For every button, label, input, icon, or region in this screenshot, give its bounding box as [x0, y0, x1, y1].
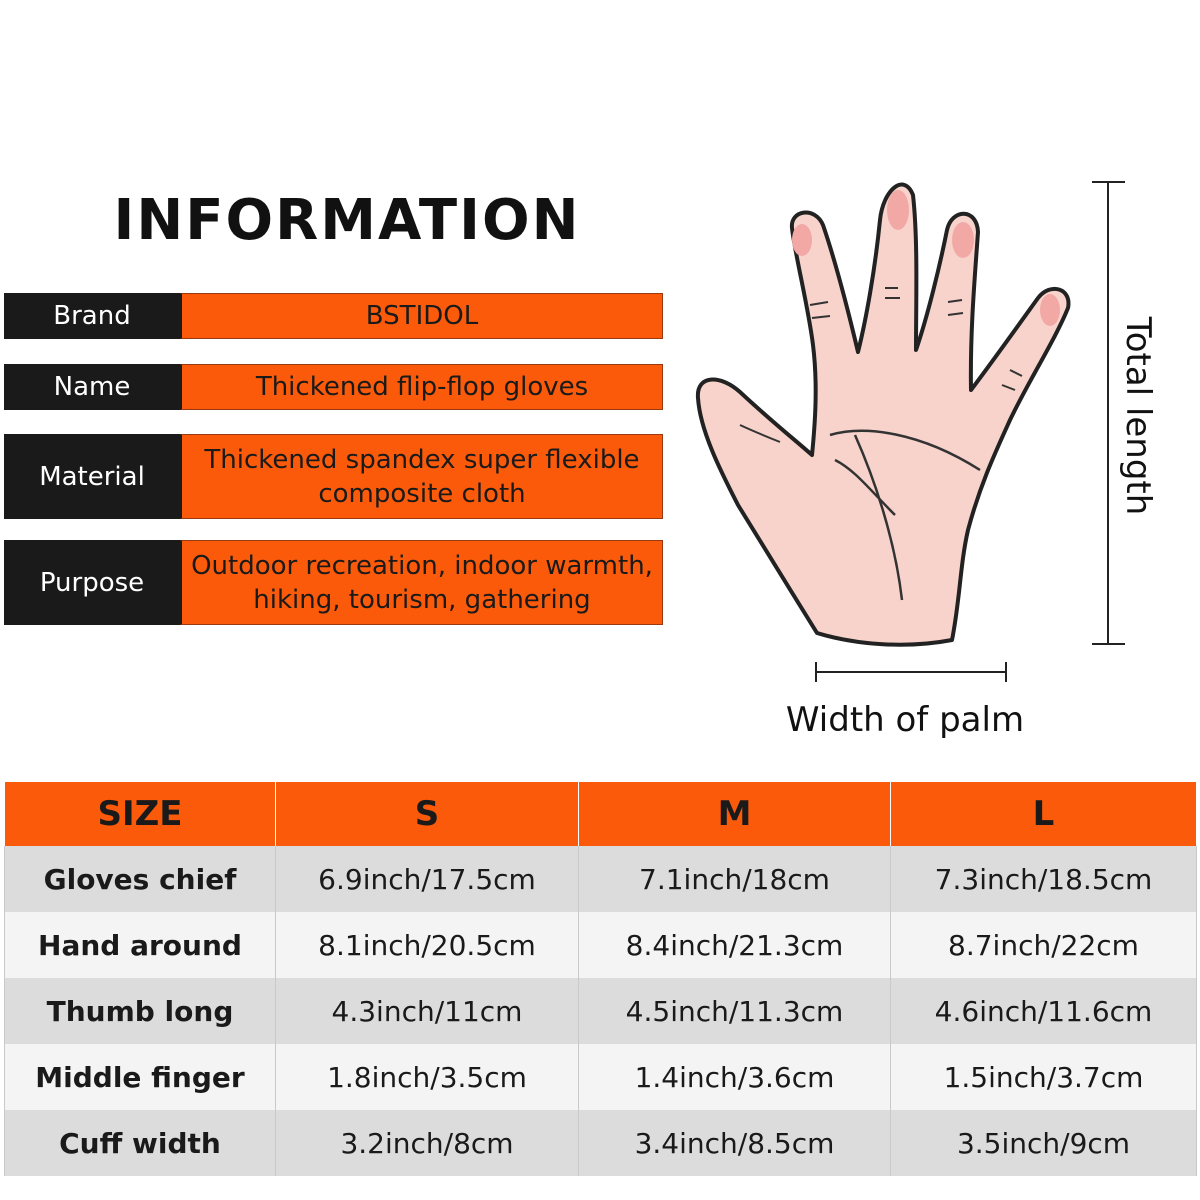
info-label: Brand [4, 293, 180, 339]
table-cell: 3.4inch/8.5cm [578, 1110, 891, 1176]
table-cell: 4.5inch/11.3cm [578, 978, 891, 1044]
table-row: Gloves chief 6.9inch/17.5cm 7.1inch/18cm… [4, 846, 1197, 912]
fingertip [792, 224, 812, 256]
row-header-cell: Middle finger [4, 1044, 276, 1110]
info-row-brand: Brand BSTIDOL [4, 293, 663, 339]
table-cell: 3.5inch/9cm [890, 1110, 1197, 1176]
finger-crease [947, 299, 964, 316]
table-cell: 7.3inch/18.5cm [890, 846, 1197, 912]
table-cell: 8.1inch/20.5cm [275, 912, 579, 978]
info-value: Outdoor recreation, indoor warmth, hikin… [180, 540, 663, 625]
palm-crease [853, 434, 904, 601]
info-value: Thickened flip-flop gloves [180, 364, 663, 410]
hand-illustration [695, 181, 1125, 682]
table-cell: 1.4inch/3.6cm [578, 1044, 891, 1110]
table-cell: 3.2inch/8cm [275, 1110, 579, 1176]
fingertip [952, 222, 974, 258]
table-cell: 7.1inch/18cm [578, 846, 891, 912]
row-header-cell: Hand around [4, 912, 276, 978]
info-row-purpose: Purpose Outdoor recreation, indoor warmt… [4, 540, 663, 625]
page-title: INFORMATION [113, 188, 581, 253]
size-header-cell: SIZE [4, 782, 276, 846]
palm-crease [829, 429, 981, 472]
info-value: BSTIDOL [180, 293, 663, 339]
info-value: Thickened spandex super flexible composi… [180, 434, 663, 519]
row-header-cell: Cuff width [4, 1110, 276, 1176]
info-row-name: Name Thickened flip-flop gloves [4, 364, 663, 410]
fingertip [1040, 294, 1060, 326]
table-row: Cuff width 3.2inch/8cm 3.4inch/8.5cm 3.5… [4, 1110, 1197, 1176]
table-row: Hand around 8.1inch/20.5cm 8.4inch/21.3c… [4, 912, 1197, 978]
table-cell: 4.6inch/11.6cm [890, 978, 1197, 1044]
finger-crease [885, 287, 900, 299]
info-label: Name [4, 364, 180, 410]
table-cell: 8.4inch/21.3cm [578, 912, 891, 978]
table-cell: 1.8inch/3.5cm [275, 1044, 579, 1110]
fingertip [887, 190, 909, 230]
thumb-crease [739, 424, 781, 443]
palm-crease [834, 458, 896, 516]
size-header-cell: S [275, 782, 579, 846]
size-header-cell: L [890, 782, 1197, 846]
size-table: SIZE S M L Gloves chief 6.9inch/17.5cm 7… [4, 782, 1197, 1176]
size-header-row: SIZE S M L [4, 782, 1197, 846]
table-row: Middle finger 1.8inch/3.5cm 1.4inch/3.6c… [4, 1044, 1197, 1110]
table-row: Thumb long 4.3inch/11cm 4.5inch/11.3cm 4… [4, 978, 1197, 1044]
size-header-cell: M [578, 782, 891, 846]
row-header-cell: Gloves chief [4, 846, 276, 912]
palm-width-label: Width of palm [785, 700, 1025, 740]
total-length-label: Total length [1118, 316, 1158, 516]
finger-crease [809, 301, 831, 319]
row-header-cell: Thumb long [4, 978, 276, 1044]
info-label: Material [4, 434, 180, 519]
table-cell: 4.3inch/11cm [275, 978, 579, 1044]
table-cell: 6.9inch/17.5cm [275, 846, 579, 912]
hand-diagram [680, 170, 1180, 770]
hand-shape [695, 182, 1071, 647]
table-cell: 8.7inch/22cm [890, 912, 1197, 978]
info-row-material: Material Thickened spandex super flexibl… [4, 434, 663, 519]
info-label: Purpose [4, 540, 180, 625]
finger-crease [1001, 369, 1023, 391]
table-cell: 1.5inch/3.7cm [890, 1044, 1197, 1110]
